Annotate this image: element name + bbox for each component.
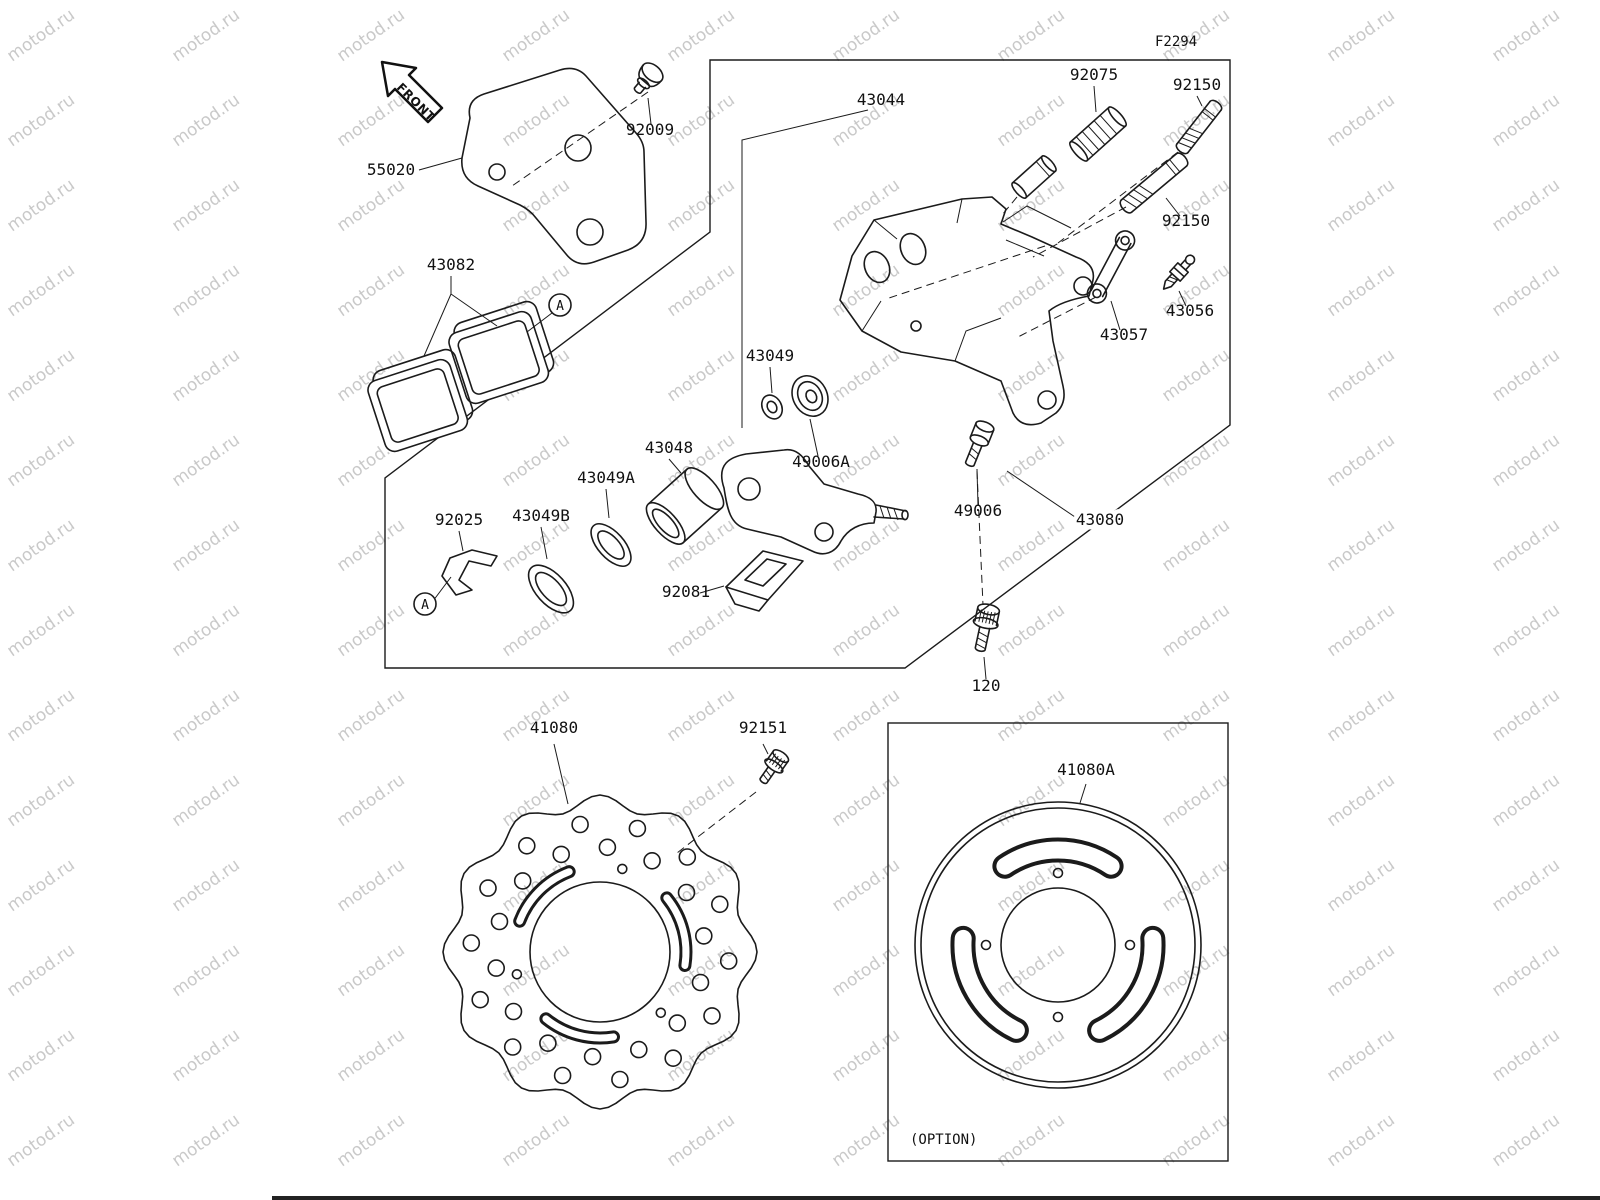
brake-pad (448, 300, 555, 405)
part-labels: 55020 92009 43082 43044 92075 92150 9215… (367, 65, 1221, 779)
bolt-92009 (633, 62, 664, 95)
part-label-92081: 92081 (662, 582, 710, 601)
page-edge (272, 1196, 1600, 1200)
pad-set-43082 (367, 300, 555, 453)
part-label-43048: 43048 (645, 438, 693, 457)
part-label-41080a: 41080A (1057, 760, 1115, 779)
union-bolt-49006 (964, 420, 995, 468)
pad-spring-92081 (725, 550, 804, 612)
part-label-49006: 49006 (954, 501, 1002, 520)
washer-43049 (760, 394, 784, 420)
brake-pad (367, 348, 474, 453)
part-label-43082: 43082 (427, 255, 475, 274)
detail-marker-a-1: A (548, 293, 572, 317)
part-label-92075: 92075 (1070, 65, 1118, 84)
dust-seal-43049b (527, 564, 575, 614)
pad-shim-92025 (441, 549, 498, 596)
part-label-49006a: 49006A (792, 452, 850, 471)
part-label-120: 120 (972, 676, 1001, 695)
part-label-43057: 43057 (1100, 325, 1148, 344)
part-label-55020: 55020 (367, 160, 415, 179)
part-label-92150-lower: 92150 (1162, 211, 1210, 230)
brake-disc-41080 (442, 794, 758, 1110)
figure-code: F2294 (1155, 34, 1197, 50)
part-label-43056: 43056 (1166, 301, 1214, 320)
part-label-92009: 92009 (626, 120, 674, 139)
front-arrow-icon (380, 60, 444, 124)
link-rod-43057 (1086, 230, 1136, 304)
detail-marker-a-2: A (413, 592, 437, 616)
bleeder-valve-43056 (1162, 254, 1196, 290)
svg-text:A: A (421, 598, 429, 613)
piston-43048 (645, 467, 725, 545)
pin-sleeve (1011, 155, 1057, 199)
part-label-43080: 43080 (1076, 510, 1124, 529)
part-label-92151: 92151 (739, 718, 787, 737)
disc-bolt-92151 (759, 749, 790, 785)
part-label-43049: 43049 (746, 346, 794, 365)
bracket-55020 (461, 67, 647, 265)
bolt-120 (972, 603, 1001, 653)
part-label-92025: 92025 (435, 510, 483, 529)
seal-49006a (791, 375, 829, 417)
part-label-43049a: 43049A (577, 468, 635, 487)
piston-seal-43049a (590, 523, 632, 567)
slide-pin-92150-upper (1175, 99, 1223, 155)
brake-disc-41080a-option (914, 801, 1202, 1089)
slide-pin-92150-lower (1119, 152, 1189, 214)
leader-lines (418, 85, 1203, 805)
carrier-bracket-43080 (721, 448, 909, 555)
part-label-92150-upper: 92150 (1173, 75, 1221, 94)
option-label: (OPTION) (910, 1132, 977, 1148)
frame-outline (384, 59, 1231, 669)
option-box (887, 722, 1229, 1162)
part-label-43049b: 43049B (512, 506, 570, 525)
part-label-41080: 41080 (530, 718, 578, 737)
svg-text:A: A (556, 299, 564, 314)
assembly-axis-lines (511, 91, 1179, 854)
pin-boot-92075 (1011, 106, 1127, 199)
part-label-43044: 43044 (857, 90, 905, 109)
